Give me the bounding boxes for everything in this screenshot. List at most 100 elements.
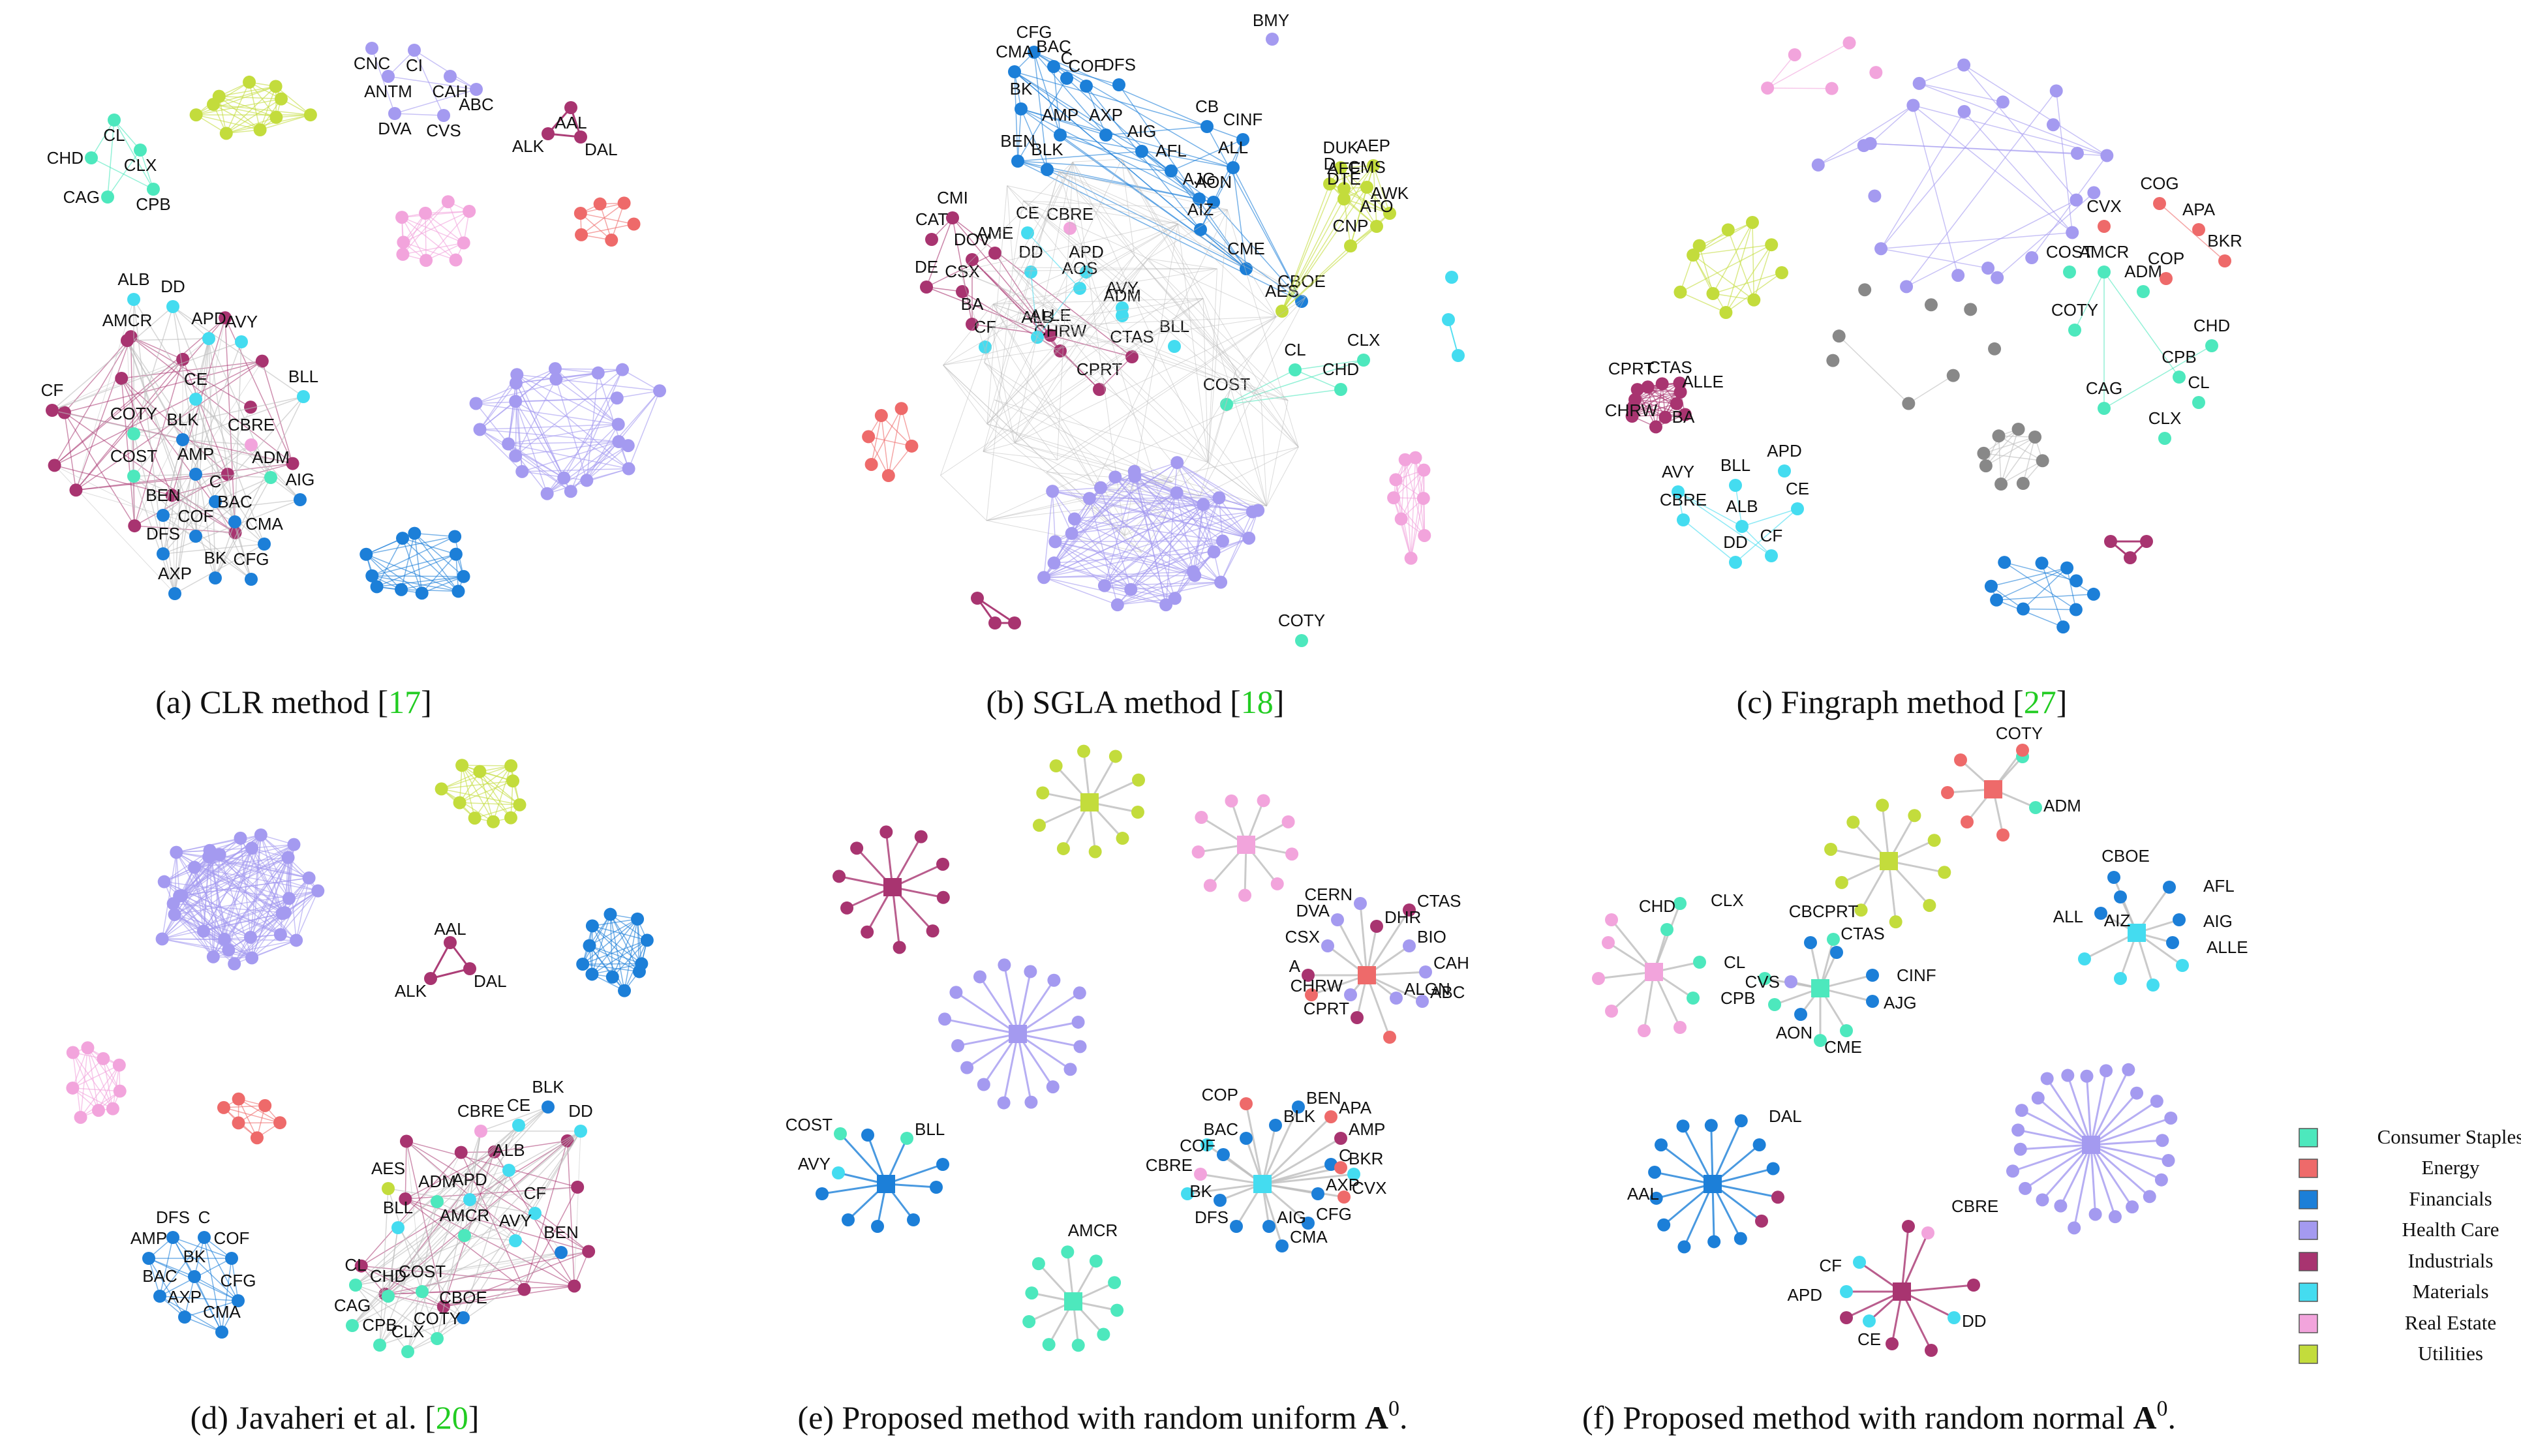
- graph-node: [1957, 105, 1971, 119]
- graph-node: [1677, 513, 1690, 526]
- graph-node: [97, 1052, 110, 1065]
- cluster-financials: [576, 907, 654, 997]
- graph-edge: [121, 378, 136, 526]
- graph-edge: [926, 217, 953, 288]
- graph-edge: [1089, 498, 1194, 573]
- graph-node: [255, 354, 269, 368]
- graph-node: [862, 430, 876, 444]
- graph-edge: [1245, 1103, 1264, 1185]
- graph-edge: [1632, 391, 1681, 417]
- graph-edge: [401, 217, 457, 261]
- graph-edge: [87, 1047, 121, 1092]
- graph-edge: [2023, 436, 2036, 484]
- graph-node: [1135, 145, 1148, 158]
- graph-node: [346, 1319, 359, 1332]
- graph-node: [176, 433, 189, 446]
- graph-edge: [2031, 155, 2107, 258]
- graph-edge: [379, 1188, 389, 1346]
- graph-node: [1354, 897, 1367, 910]
- hub-node: [1645, 963, 1663, 981]
- node-label-cl: CL: [103, 125, 125, 145]
- graph-node: [907, 1213, 920, 1226]
- node-label-cost: COST: [399, 1262, 446, 1281]
- graph-node: [474, 1125, 487, 1138]
- graph-edge: [957, 1033, 1018, 1047]
- graph-edge: [1071, 497, 1219, 534]
- graph-node: [2192, 223, 2205, 236]
- graph-edge: [441, 780, 513, 790]
- graph-edge: [2073, 1144, 2092, 1228]
- graph-edge: [133, 306, 174, 434]
- graph-edge: [1013, 267, 1200, 496]
- node-label-cof: COF: [1069, 56, 1105, 76]
- graph-edge: [385, 1288, 525, 1295]
- graph-edge: [397, 1227, 464, 1318]
- node-label-apa: APA: [2182, 200, 2216, 219]
- graph-node: [1289, 363, 1302, 376]
- graph-node: [1729, 479, 1742, 492]
- graph-node: [454, 1145, 468, 1159]
- graph-edge: [1220, 510, 1259, 583]
- graph-node: [1181, 1187, 1194, 1200]
- node-label-cbre: CBRE: [1951, 1196, 1998, 1216]
- node-label-cl: CL: [344, 1255, 366, 1275]
- node-label-csx: CSX: [1285, 927, 1320, 947]
- graph-node: [1765, 238, 1779, 252]
- graph-node: [2114, 972, 2127, 985]
- graph-edge: [2046, 1078, 2092, 1145]
- cluster-industrials: [833, 825, 950, 954]
- graph-edge: [1104, 540, 1223, 586]
- graph-edge: [1170, 170, 1247, 269]
- graph-node: [2104, 535, 2117, 548]
- graph-edge: [868, 436, 889, 476]
- graph-edge: [209, 834, 262, 851]
- graph-edge: [979, 976, 1019, 1035]
- graph-node: [243, 75, 256, 89]
- graph-node: [1990, 593, 2004, 607]
- graph-edge: [448, 201, 465, 243]
- node-label-aiz: AIZ: [2104, 911, 2131, 930]
- graph-node: [1024, 265, 1037, 279]
- graph-node: [582, 1245, 596, 1258]
- graph-edge: [195, 338, 209, 537]
- graph-node: [1948, 1311, 1961, 1324]
- node-label-coty: COTY: [414, 1309, 461, 1328]
- graph-edge: [1052, 491, 1056, 542]
- graph-node: [504, 759, 518, 772]
- graph-node: [571, 1180, 585, 1194]
- graph-node: [622, 462, 635, 476]
- graph-node: [1108, 750, 1122, 763]
- graph-edge: [2074, 271, 2105, 331]
- node-label-bk: BK: [183, 1247, 206, 1266]
- graph-node: [286, 457, 299, 470]
- graph-edge: [1023, 200, 1149, 260]
- graph-edge: [379, 1227, 399, 1346]
- graph-edge: [196, 98, 282, 115]
- graph-node: [212, 89, 226, 103]
- graph-node: [112, 1058, 126, 1072]
- graph-node: [2049, 84, 2063, 98]
- graph-node: [1080, 265, 1093, 279]
- node-label-dal: DAL: [474, 971, 507, 991]
- graph-edge: [80, 1065, 120, 1118]
- graph-node: [1214, 575, 1228, 589]
- graph-node: [1194, 1168, 1207, 1181]
- graph-node: [568, 1279, 581, 1293]
- graph-edge: [1996, 594, 2094, 601]
- graph-edge: [992, 297, 1204, 329]
- graph-edge: [1711, 1183, 1715, 1242]
- graph-edge: [372, 575, 459, 592]
- node-label-ajg: AJG: [1884, 993, 1917, 1012]
- graph-edge: [379, 1317, 464, 1346]
- graph-node: [206, 950, 220, 963]
- node-label-dhr: DHR: [1384, 907, 1421, 927]
- graph-node: [2088, 1207, 2102, 1221]
- graph-edge: [194, 867, 204, 932]
- graph-node: [988, 247, 1001, 260]
- graph-edge: [1014, 71, 1208, 127]
